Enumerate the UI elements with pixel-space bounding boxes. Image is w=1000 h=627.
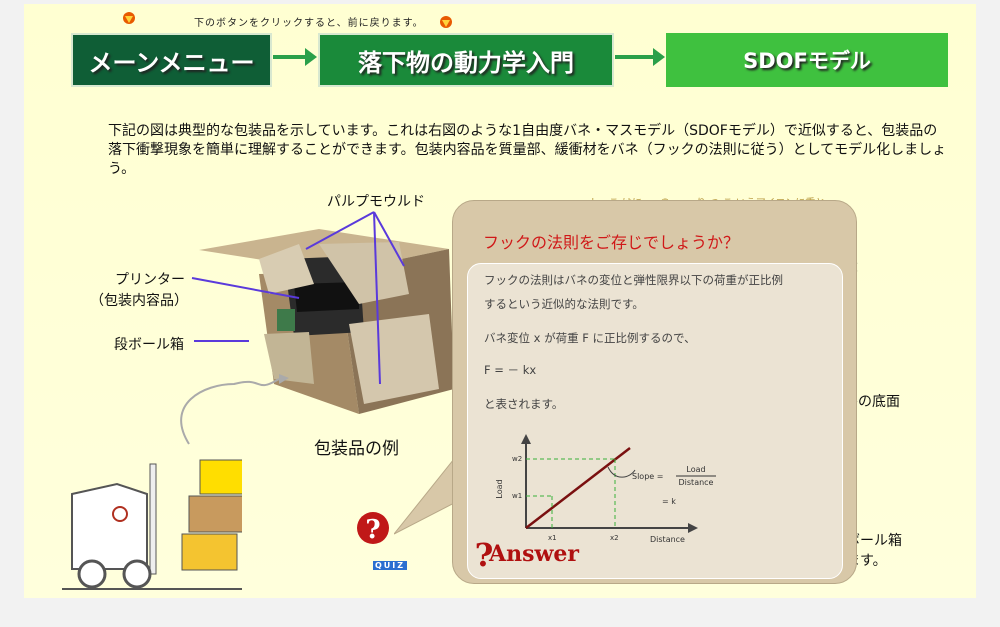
label-cardboard-box: 段ボール箱 (114, 337, 184, 353)
popup-content: フックの法則はバネの変位と弾性限界以下の荷重が正比例 するという近似的な法則です… (467, 263, 843, 579)
graph-w2: w2 (512, 455, 522, 463)
graph-eq-k: = k (662, 497, 676, 506)
content-stage: 下のボタンをクリックすると、前に戻ります。 メーンメニュー 落下物の動力学入門 … (24, 4, 976, 598)
graph-ylabel: Load (495, 479, 504, 498)
graph-w1: w1 (512, 492, 522, 500)
intro-paragraph: 下記の図は典型的な包装品を示しています。これは右図のような1自由度バネ・マスモデ… (108, 123, 947, 177)
graph-slope-num: Load (686, 465, 705, 474)
popup-text-3: と表されます。 (484, 397, 564, 411)
main-menu-button[interactable]: メーンメニュー (71, 33, 272, 87)
arrow-down-icon (440, 16, 452, 28)
graph-slope-den: Distance (679, 478, 714, 487)
popup-text-1b: するという近似的な法則です。 (484, 297, 644, 311)
popup-formula: F = － kx (484, 363, 537, 377)
label-contents: （包装内容品） (90, 293, 188, 309)
arrow-down-icon (123, 12, 135, 24)
label-printer: プリンター (115, 272, 185, 288)
packaging-photo (199, 229, 454, 414)
graph-x1: x1 (548, 534, 557, 542)
current-page-button[interactable]: SDOFモデル (666, 33, 948, 87)
svg-text:?: ? (475, 536, 494, 574)
figure-caption: 包装品の例 (314, 439, 399, 459)
nav-arrow (273, 48, 317, 66)
label-pulp-mould: パルプモウルド (327, 194, 425, 210)
quiz-badge[interactable]: QUIZ (373, 561, 408, 570)
answer-question-icon[interactable]: ? (471, 536, 497, 576)
popup-text-2: バネ変位 x が荷重 F に正比例するので、 (484, 331, 696, 345)
navigation-hint: 下のボタンをクリックすると、前に戻ります。 (194, 18, 424, 29)
svg-text:?: ? (365, 515, 380, 545)
graph-slope-label: Slope = (632, 472, 663, 481)
popup-text-1a: フックの法則はバネの変位と弾性限界以下の荷重が正比例 (484, 273, 783, 287)
graph-xlabel: Distance (650, 535, 685, 544)
hooke-law-graph: Load Distance w2 w1 x1 x2 Slope = Load D… (495, 434, 716, 544)
quiz-icon[interactable]: ? (355, 510, 391, 554)
forklift-illustration (62, 459, 242, 590)
answer-button[interactable]: Answer (489, 541, 579, 567)
section-button[interactable]: 落下物の動力学入門 (318, 33, 614, 87)
hooke-law-popup: フックの法則をご存じでしょうか？ フックの法則はバネの変位と弾性限界以下の荷重が… (452, 200, 857, 584)
popup-title: フックの法則をご存じでしょうか？ (483, 233, 740, 252)
nav-arrow (615, 48, 665, 66)
graph-x2: x2 (610, 534, 619, 542)
